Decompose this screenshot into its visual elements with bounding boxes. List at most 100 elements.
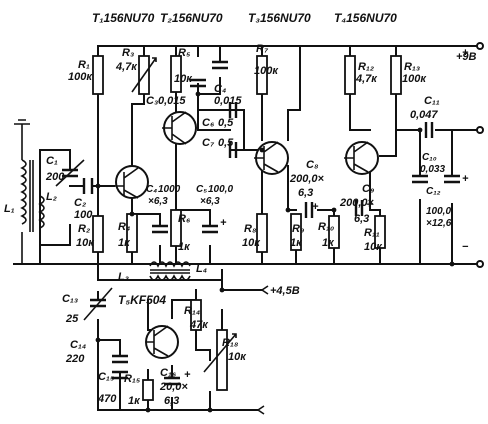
label-c15-name: C₁₅ — [98, 371, 115, 383]
plus-sign-c5: + — [220, 217, 227, 229]
resistor-r13 — [390, 55, 402, 95]
capacitor-c14 — [112, 354, 128, 364]
label-r14-name: R₁₄ — [184, 305, 200, 317]
plus-sign-c16: + — [184, 369, 191, 381]
capacitor-c2 — [82, 178, 94, 194]
resistors — [92, 55, 402, 401]
label-r8-value: 10к — [242, 237, 261, 249]
label-r4-name: R₄ — [118, 221, 130, 233]
plus-sign-c8: + — [312, 201, 319, 213]
label-c9-rating: 6,3 — [354, 213, 369, 225]
label-c2-name: C₂ — [74, 197, 86, 209]
label-c1-name: C₁ — [46, 155, 58, 167]
capacitor-c13 — [90, 298, 106, 308]
label-c13-value: 25 — [65, 313, 79, 325]
label-r11-value: 10к — [364, 241, 383, 253]
capacitor-c4 — [212, 60, 228, 70]
capacitor-c7 — [228, 142, 238, 158]
label-r12-value: 4,7к — [355, 73, 378, 85]
resistor-r9 — [290, 213, 302, 251]
label-r5-value: 10к — [174, 73, 193, 85]
junctions — [95, 91, 455, 413]
label-r18-name: R₁₈ — [222, 337, 239, 349]
capacitor-c15 — [112, 370, 128, 380]
resistor-r15 — [142, 379, 154, 401]
inductor-l4 — [149, 274, 191, 281]
terminals — [257, 42, 484, 415]
label-c5-rating: ×6,3 — [200, 196, 220, 207]
transistor-t3 — [254, 141, 289, 175]
label-c5-name: C₅ — [196, 184, 207, 195]
label-r7-value: 100к — [254, 65, 279, 77]
capacitor-c6 — [228, 102, 238, 118]
label-r2-value: 10к — [76, 237, 95, 249]
label-c12-rating: ×12,6 — [426, 218, 452, 229]
resistor-r1 — [92, 55, 104, 95]
label-c8-rating: 6,3 — [298, 187, 313, 199]
label-c12-name: C₁₂ — [426, 186, 441, 197]
label-r13-value: 100к — [402, 73, 427, 85]
resistor-r7 — [256, 55, 268, 95]
inductor-l1 — [20, 159, 27, 225]
capacitor-c4-electrolytic — [152, 224, 168, 234]
label-c7-name: C₇ — [202, 137, 215, 149]
label-r1-name: R₁ — [78, 59, 90, 71]
label-c3-name: C₃ — [146, 95, 158, 107]
capacitors — [55, 60, 460, 386]
label-r9-value: 1к — [290, 237, 303, 249]
resistor-r5 — [170, 55, 182, 93]
label-r18-value: 10к — [228, 351, 247, 363]
capacitor-c3 — [190, 78, 206, 88]
label-r6-value: 1к — [178, 241, 191, 253]
label-r13-name: R₁₃ — [404, 61, 420, 73]
label-r3-name: R₃ — [122, 47, 134, 59]
labels: T₁156NU70 T₂156NU70 T₃156NU70 T₄156NU70 … — [4, 11, 477, 407]
plus-sign-c12: + — [462, 173, 469, 185]
label-c7-value: 0,5 — [218, 137, 234, 149]
label-r9-name: R₉ — [292, 223, 304, 235]
label-c12-value: 100,0 — [426, 206, 451, 217]
label-c14-value: 220 — [65, 353, 85, 365]
plus-sign-out: + — [462, 47, 469, 59]
label-c5-value: 100,0 — [208, 184, 233, 195]
transistor-t1 — [114, 165, 149, 199]
label-t4: T₄156NU70 — [334, 11, 397, 25]
transistor-t2 — [162, 111, 197, 145]
label-c15-value: 470 — [97, 393, 117, 405]
label-c4-rating: ×6,3 — [148, 196, 168, 207]
label-c4b-name: C₄ — [214, 83, 226, 95]
capacitor-c11 — [424, 122, 434, 138]
label-c16-value: 20,0× — [159, 381, 188, 393]
label-r14-value: 47к — [189, 319, 209, 331]
label-t3: T₃156NU70 — [248, 11, 311, 25]
label-r5-name: R₅ — [178, 47, 191, 59]
plus-sign-c9: + — [366, 199, 373, 211]
capacitor-c12 — [444, 174, 460, 184]
label-l1: L₁ — [4, 203, 15, 215]
label-c13-name: C₁₃ — [62, 293, 78, 305]
inductor-l3 — [149, 261, 191, 268]
label-c8-name: C₈ — [306, 159, 319, 171]
label-c16-rating: 6,3 — [164, 395, 179, 407]
minus-sign-out: − — [462, 241, 469, 253]
label-l3: L₃ — [118, 271, 129, 283]
resistor-r12 — [344, 55, 356, 95]
capacitor-c1 — [62, 168, 78, 178]
resistor-r6 — [170, 209, 182, 247]
capacitor-c9 — [354, 200, 364, 216]
label-c11-value: 0,047 — [410, 109, 438, 121]
label-l2: L₂ — [46, 191, 57, 203]
transistors — [114, 111, 379, 359]
label-supply-9v: +9B — [456, 51, 477, 63]
transistor-t4 — [344, 141, 379, 175]
label-r8-name: R₈ — [244, 223, 257, 235]
resistor-r2 — [92, 215, 104, 253]
label-c2-value: 100 — [74, 209, 93, 221]
label-t2: T₂156NU70 — [160, 11, 223, 25]
label-r1-value: 100к — [68, 71, 93, 83]
transistor-t5 — [145, 325, 179, 359]
inductor-l2 — [38, 195, 45, 229]
label-r12-name: R₁₂ — [358, 61, 374, 73]
label-c10-value: 0,033 — [420, 164, 445, 175]
